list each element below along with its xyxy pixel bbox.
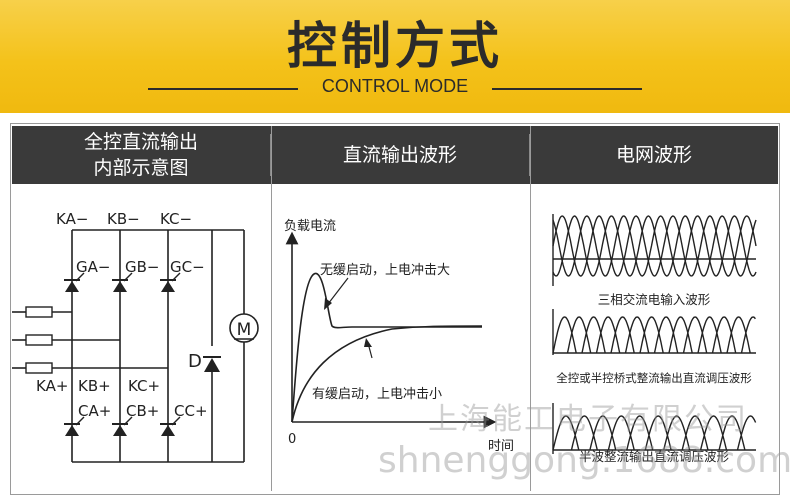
- label-kb-plus: KB+: [78, 377, 111, 395]
- waveform-no-soft-start: [291, 273, 482, 423]
- diode-icon: [204, 358, 220, 372]
- banner-subtitle: CONTROL MODE: [321, 76, 469, 96]
- column-header-dc-output: 直流输出波形: [342, 144, 457, 166]
- label-ka-plus: KA+: [36, 377, 68, 395]
- annotation-no-soft-start: 无缓启动，上电冲击大: [320, 263, 450, 278]
- watermark-company: 上海能工电子有限公司: [428, 402, 748, 437]
- table-frame: [10, 123, 780, 495]
- motor-label: M: [237, 320, 252, 340]
- column-header-circuit-line1: 全控直流输出: [83, 131, 198, 153]
- header-divider: [529, 134, 530, 176]
- caption-full-bridge-output: 全控或半控桥式整流输出直流调压波形: [556, 371, 752, 385]
- label-gb-minus: GB−: [125, 258, 159, 276]
- full-bridge-rectified-waveform: [552, 309, 756, 355]
- label-cc-plus: CC+: [174, 402, 208, 420]
- label-gc-minus: GC−: [170, 258, 205, 276]
- origin-label: 0: [288, 432, 296, 447]
- arrow-icon: [324, 298, 332, 310]
- dc-output-waveform-chart: 负载电流 无缓启动，上电冲击大 有缓启动，上电冲击小 0 时间: [284, 219, 514, 454]
- y-axis-label: 负载电流: [284, 219, 336, 234]
- fuse-icon: [25, 306, 53, 318]
- caption-three-phase-input: 三相交流电输入波形: [598, 292, 711, 307]
- label-kb-minus: KB−: [107, 210, 140, 228]
- label-diode: D: [188, 351, 202, 372]
- table-header-row: 全控直流输出 内部示意图 直流输出波形 电网波形: [12, 126, 778, 184]
- label-ca-plus: CA+: [78, 402, 111, 420]
- watermark-url: shnenggong.1688.com: [378, 440, 790, 481]
- label-kc-minus: KC−: [160, 210, 192, 228]
- banner-divider-left: [148, 88, 298, 90]
- grid-waveform-panel: 三相交流电输入波形 全控或半控桥式整流输出直流调压波形 半波整流输出直流调压波形: [552, 214, 757, 464]
- column-divider: [271, 126, 272, 491]
- half-wave-rectified-waveform: [552, 403, 757, 454]
- label-ga-minus: GA−: [76, 258, 110, 276]
- annotation-soft-start: 有缓启动，上电冲击小: [312, 387, 442, 402]
- fuse-icon: [25, 334, 53, 346]
- header-divider: [270, 134, 271, 176]
- motor-icon: [229, 313, 259, 343]
- x-axis-label: 时间: [488, 439, 514, 454]
- label-ka-minus: KA−: [56, 210, 88, 228]
- column-divider: [530, 126, 531, 491]
- fuse-icon: [25, 362, 53, 374]
- title-banner: [0, 0, 790, 113]
- label-kc-plus: KC+: [128, 377, 160, 395]
- three-phase-input-waveform: [552, 214, 757, 286]
- banner-divider-right: [492, 88, 642, 90]
- column-header-circuit: 全控直流输出 内部示意图: [12, 126, 270, 184]
- rectifier-circuit-diagram: M KA− KB− KC− GA− GB− GC− D KA+ KB+ KC+ …: [12, 210, 259, 463]
- arrow-icon: [364, 338, 372, 347]
- caption-half-wave-output: 半波整流输出直流调压波形: [579, 449, 730, 464]
- column-header-grid-waveform: 电网波形: [615, 144, 692, 166]
- banner-title: 控制方式: [287, 17, 503, 75]
- waveform-soft-start: [291, 325, 483, 423]
- label-cb-plus: CB+: [126, 402, 159, 420]
- column-header-circuit-line2: 内部示意图: [93, 157, 189, 179]
